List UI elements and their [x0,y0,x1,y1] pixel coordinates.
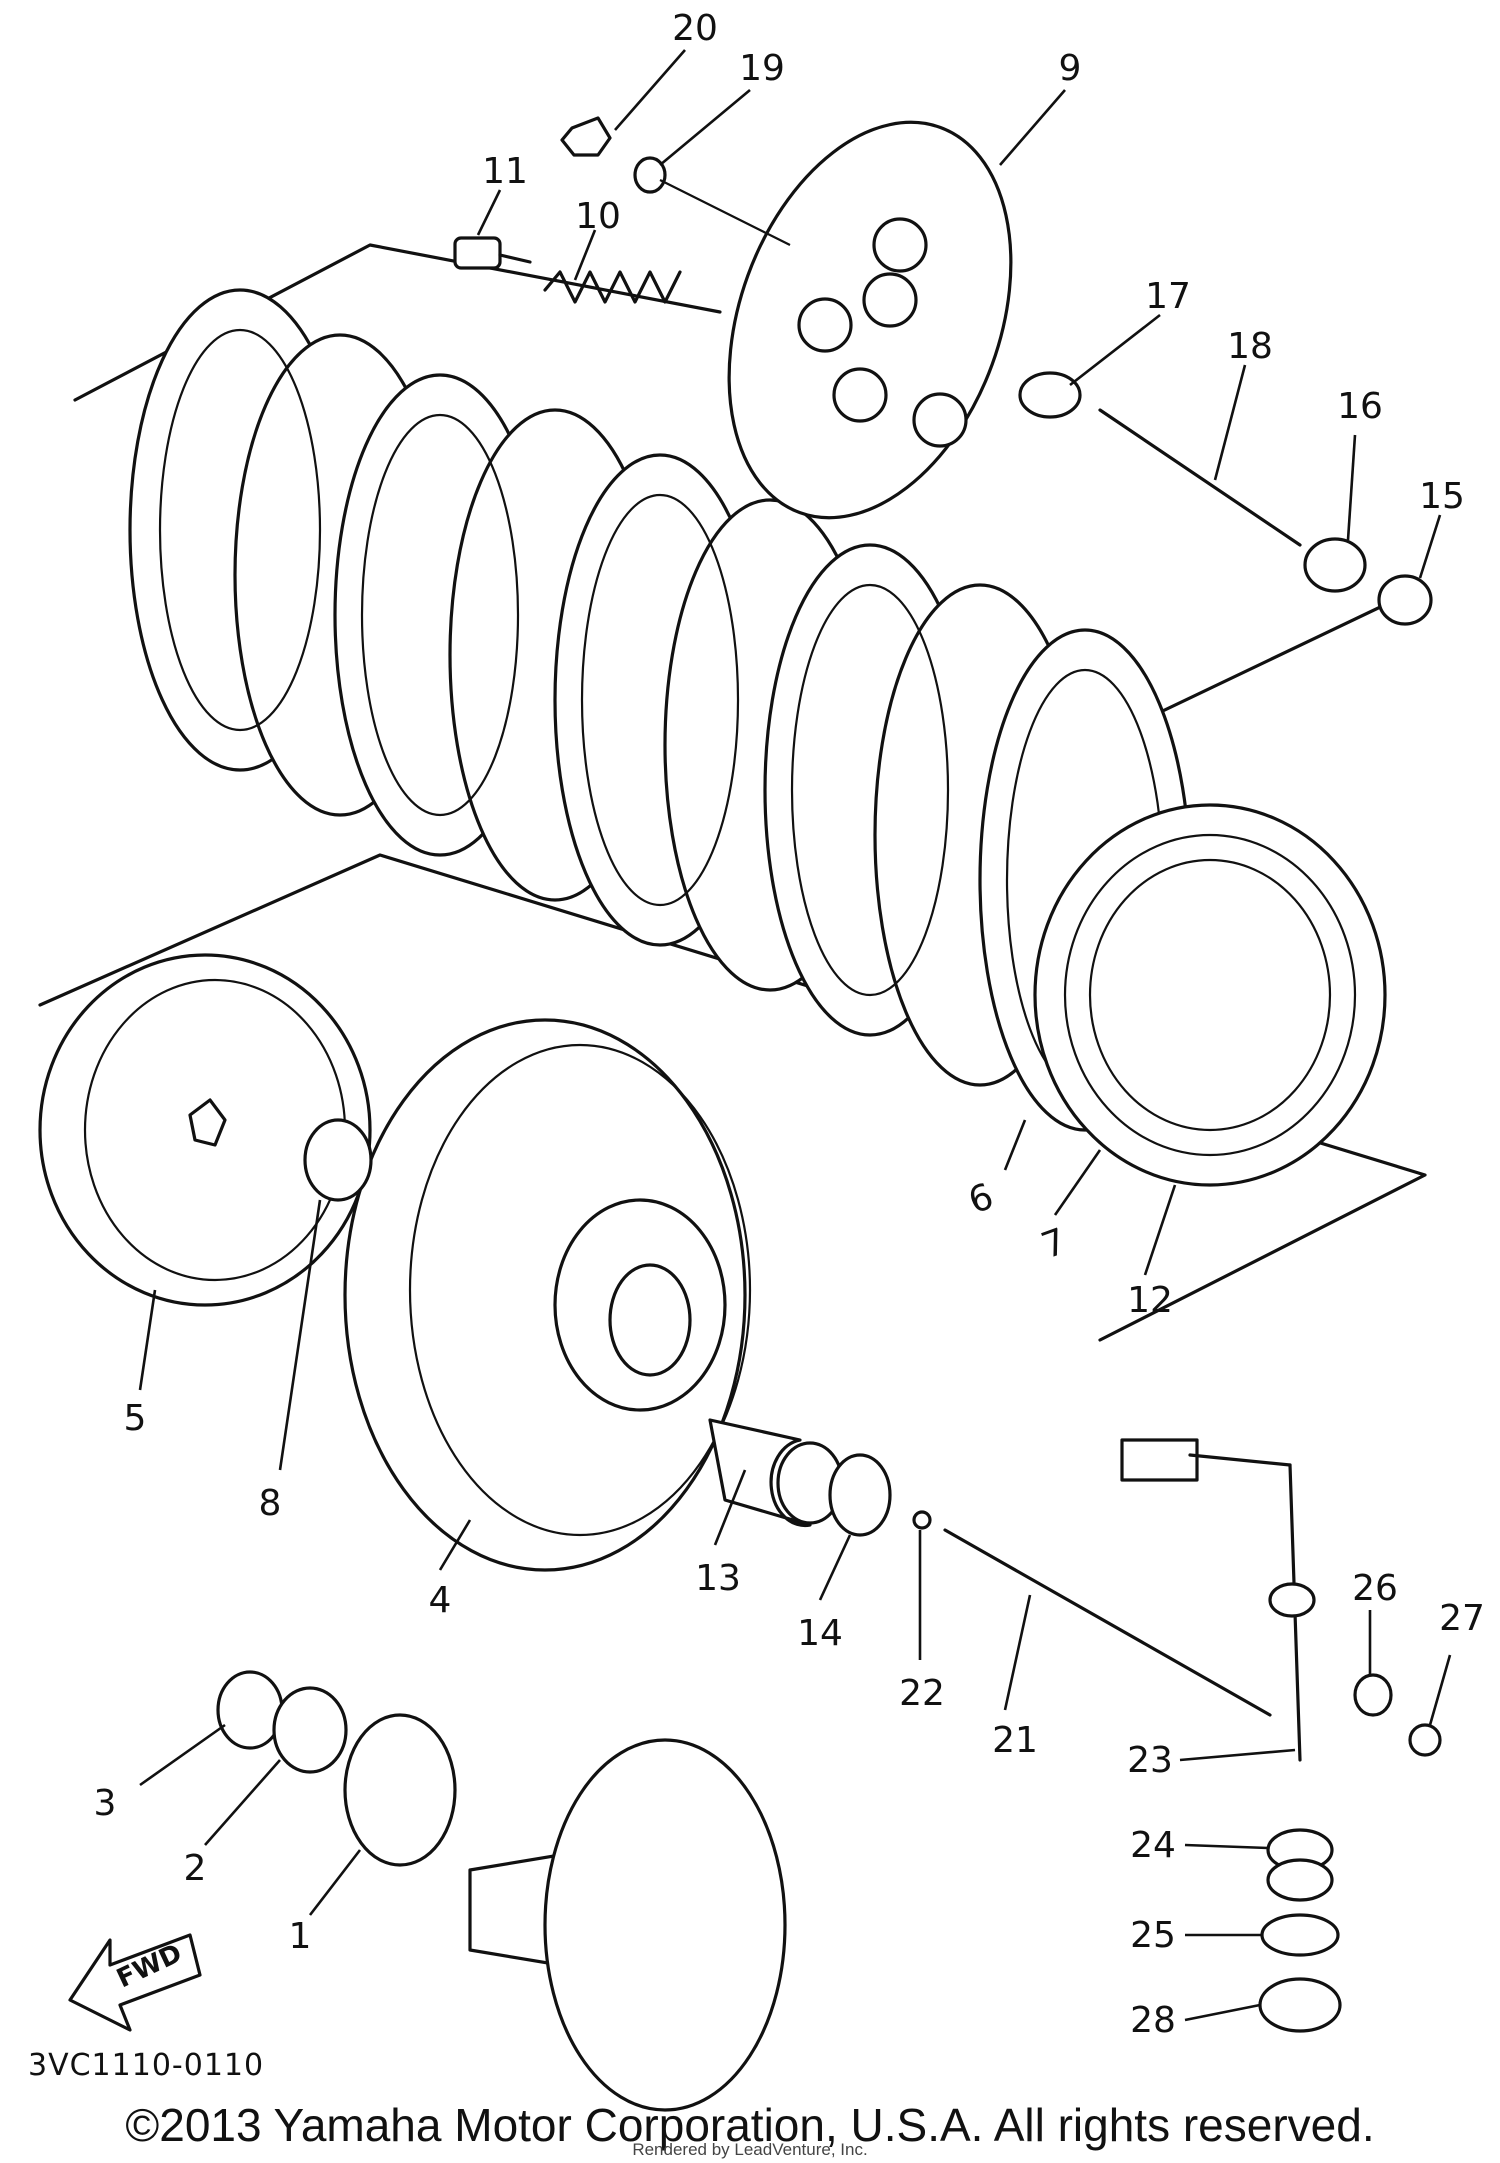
push-rod-21 [943,1528,1272,1717]
callout-23: 23 [1127,1740,1173,1781]
crankshaft [468,1738,787,2112]
diagram-code: 3VC1110-0110 [28,2048,265,2083]
callout-2: 2 [184,1848,207,1889]
clutch-plate-stack [128,288,1192,1132]
primary-drive-gear-group [216,1670,457,1867]
callout-14: 14 [797,1613,843,1654]
spacer-and-washer [708,1418,932,1537]
callout-24: 24 [1130,1825,1176,1866]
callout-19: 19 [739,48,785,89]
lower-shaft-parts [1258,1828,1342,2033]
push-rod-assembly [1018,371,1433,626]
callout-15: 15 [1419,476,1465,517]
callout-27: 27 [1439,1598,1485,1639]
callout-13: 13 [695,1558,741,1599]
callout-26: 26 [1352,1568,1398,1609]
callout-16: 16 [1337,386,1383,427]
callout-22: 22 [899,1673,945,1714]
rendered-by-credit: Rendered by LeadVenture, Inc. [632,2140,868,2159]
callout-11: 11 [482,151,528,192]
callout-8: 8 [259,1483,282,1524]
pressure-plate [727,120,1013,520]
callout-4: 4 [429,1580,452,1621]
fwd-arrow-icon: FWD [68,1933,202,2032]
clutch-boss-ring [1033,803,1387,1187]
callout-17: 17 [1145,276,1191,317]
callout-1: 1 [289,1916,312,1957]
callout-7: 7 [1036,1221,1072,1267]
callout-28: 28 [1130,2000,1176,2041]
callout-5: 5 [124,1398,147,1439]
primary-driven-gear [343,1018,752,1572]
callout-6: 6 [963,1176,999,1222]
thrust-washer-8 [303,1118,373,1202]
callout-21: 21 [992,1720,1038,1761]
callout-10: 10 [575,196,621,237]
small-top-parts [453,116,791,304]
callout-9: 9 [1059,48,1082,89]
copyright-notice: ©2013 Yamaha Motor Corporation, U.S.A. A… [125,2099,1375,2151]
callout-25: 25 [1130,1915,1176,1956]
callout-20: 20 [672,8,718,49]
leader-lines [138,49,1452,2022]
callout-numbers: 20 19 9 11 10 17 18 16 15 5 8 6 7 12 4 1… [94,8,1485,2041]
callout-12: 12 [1127,1280,1173,1321]
callout-3: 3 [94,1783,117,1824]
callout-18: 18 [1227,326,1273,367]
push-lever-shaft [1120,1438,1442,1762]
